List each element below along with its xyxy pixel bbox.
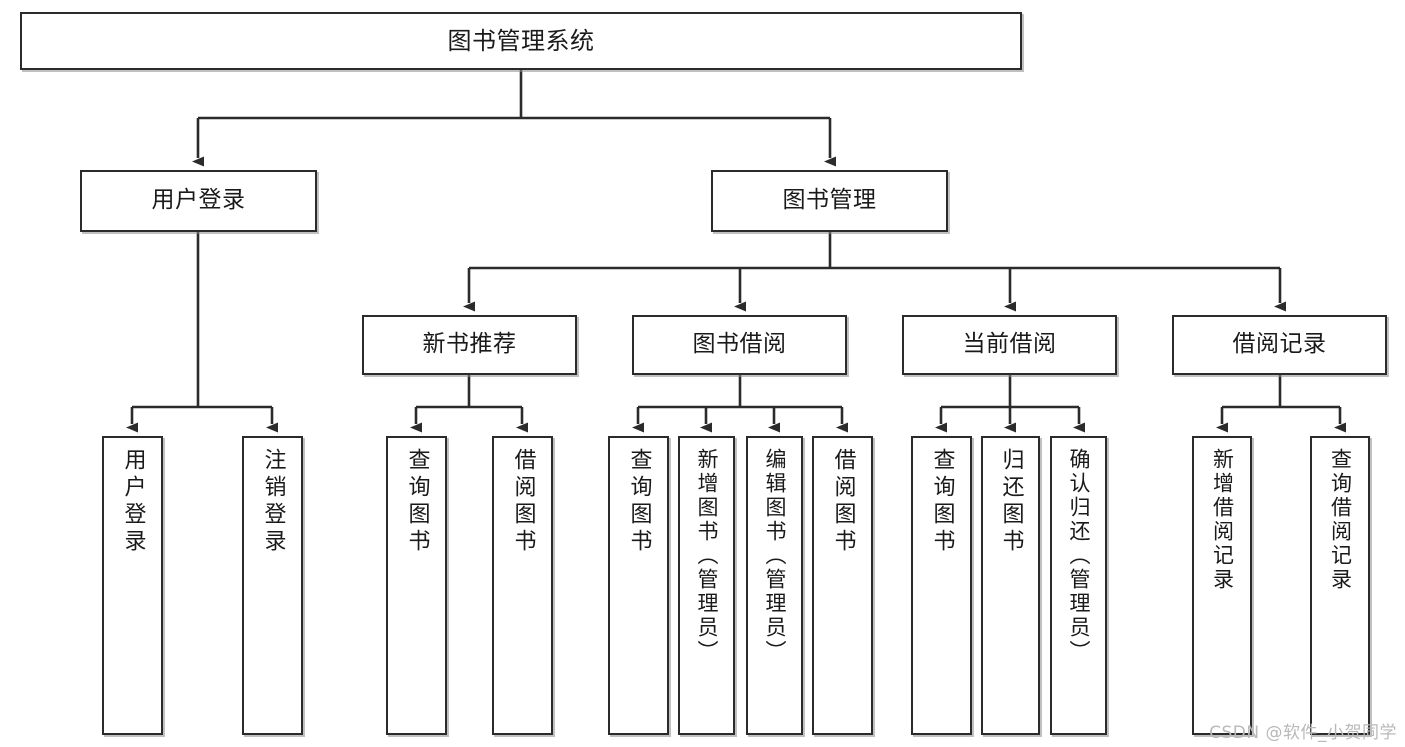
node-label: 查询图书 [929, 448, 955, 556]
node-user-login[interactable]: 用户登录 [80, 170, 317, 232]
node-label: 借阅图书 [510, 448, 536, 556]
node-book-management[interactable]: 图书管理 [711, 170, 948, 232]
node-label: 注销登录 [260, 448, 286, 556]
node-label: 查询借阅记录 [1328, 448, 1353, 592]
leaf-borrow-add-book-admin[interactable]: 新增图书（管理员） [678, 436, 735, 735]
node-label: 图书管理 [782, 187, 877, 214]
leaf-borrow-query-book[interactable]: 查询图书 [608, 436, 669, 735]
node-label: 图书借阅 [692, 331, 787, 358]
node-label: 新增借阅记录 [1210, 448, 1235, 592]
leaf-recommend-query-book[interactable]: 查询图书 [386, 436, 447, 735]
node-new-book-recommend[interactable]: 新书推荐 [362, 315, 577, 375]
leaf-current-return-book[interactable]: 归还图书 [981, 436, 1040, 735]
node-label: 新书推荐 [422, 331, 517, 358]
node-current-borrow[interactable]: 当前借阅 [902, 315, 1117, 375]
leaf-user-login-login[interactable]: 用户登录 [102, 436, 163, 735]
leaf-user-login-logout[interactable]: 注销登录 [242, 436, 303, 735]
node-root-system[interactable]: 图书管理系统 [20, 12, 1022, 70]
leaf-record-query-record[interactable]: 查询借阅记录 [1310, 436, 1370, 735]
leaf-record-add-record[interactable]: 新增借阅记录 [1192, 436, 1252, 735]
node-book-borrow[interactable]: 图书借阅 [632, 315, 847, 375]
node-label: 用户登录 [151, 187, 246, 214]
leaf-borrow-borrow-book[interactable]: 借阅图书 [812, 436, 873, 735]
node-label: 用户登录 [120, 448, 146, 556]
csdn-watermark: CSDN @软件_小贺同学 [1209, 723, 1397, 743]
node-label: 查询图书 [626, 448, 652, 556]
node-label: 新增图书（管理员） [695, 448, 719, 664]
leaf-current-query-book[interactable]: 查询图书 [911, 436, 972, 735]
leaf-recommend-borrow-book[interactable]: 借阅图书 [492, 436, 553, 735]
node-label: 归还图书 [998, 448, 1024, 556]
node-label: 当前借阅 [962, 331, 1057, 358]
node-label: 编辑图书（管理员） [763, 448, 787, 664]
node-borrow-record[interactable]: 借阅记录 [1172, 315, 1387, 375]
node-label: 查询图书 [404, 448, 430, 556]
node-label: 借阅图书 [830, 448, 856, 556]
leaf-borrow-edit-book-admin[interactable]: 编辑图书（管理员） [746, 436, 803, 735]
node-label: 确认归还（管理员） [1067, 448, 1091, 664]
node-label: 借阅记录 [1232, 331, 1327, 358]
node-label: 图书管理系统 [447, 26, 595, 55]
leaf-current-confirm-return-admin[interactable]: 确认归还（管理员） [1050, 436, 1107, 735]
